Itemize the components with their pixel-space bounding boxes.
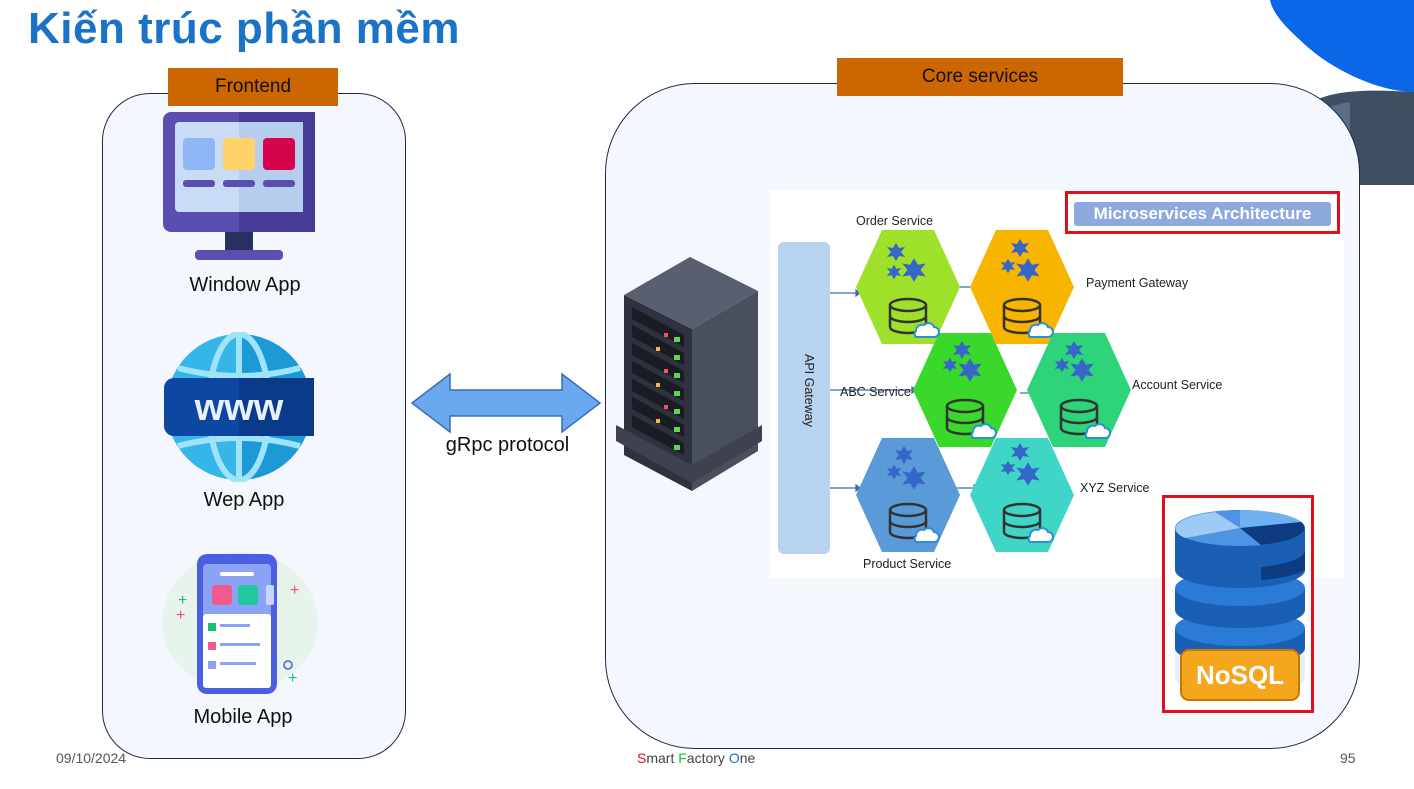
desktop-monitor-icon [163,112,315,260]
window-app-label: Window App [189,274,301,296]
svg-text:+: + [178,592,187,609]
brand-f: F [678,750,687,766]
svg-text:+: + [290,582,299,599]
mobile-phone-icon: + + + + [162,552,318,694]
brand-o: O [728,750,740,766]
abc-service-label: ABC Service [840,385,911,399]
svg-text:+: + [176,607,185,624]
account-service-label: Account Service [1132,378,1223,392]
server-rack-icon [616,257,762,491]
nosql-label: NoSQL [1195,659,1285,690]
www-globe-icon: www [164,332,314,482]
slide-title: Kiến trúc phần mềm [28,4,460,53]
payment-gateway-label: Payment Gateway [1086,276,1189,290]
footer-date: 09/10/2024 [56,750,127,766]
nosql-database-highlight: NoSQL [1162,495,1314,713]
brand-ne: ne [739,750,756,766]
brand-s: S [637,750,647,766]
frontend-tag: Frontend [168,68,338,106]
footer-page-number: 95 [1340,750,1356,766]
core-services-tag: Core services [837,58,1123,96]
bidirectional-arrow-icon [410,372,602,434]
microservices-title-highlight: Microservices Architecture [1065,191,1340,234]
order-service-label: Order Service [856,214,934,228]
api-gateway-label: API Gateway [802,354,816,427]
grpc-protocol-label: gRpc protocol [445,434,570,456]
footer-brand: Smart Factory One [637,750,755,766]
brand-actory: actory [686,750,729,766]
svg-text:+: + [288,670,297,687]
svg-text:www: www [194,387,284,429]
product-service-label: Product Service [863,557,952,571]
microservices-title: Microservices Architecture [1074,202,1331,226]
mobile-app-label: Mobile App [193,706,293,728]
web-app-label: Wep App [203,489,285,511]
nosql-database-icon [1175,510,1305,701]
brand-mart: mart [646,750,679,766]
xyz-service-label: XYZ Service [1080,481,1150,495]
